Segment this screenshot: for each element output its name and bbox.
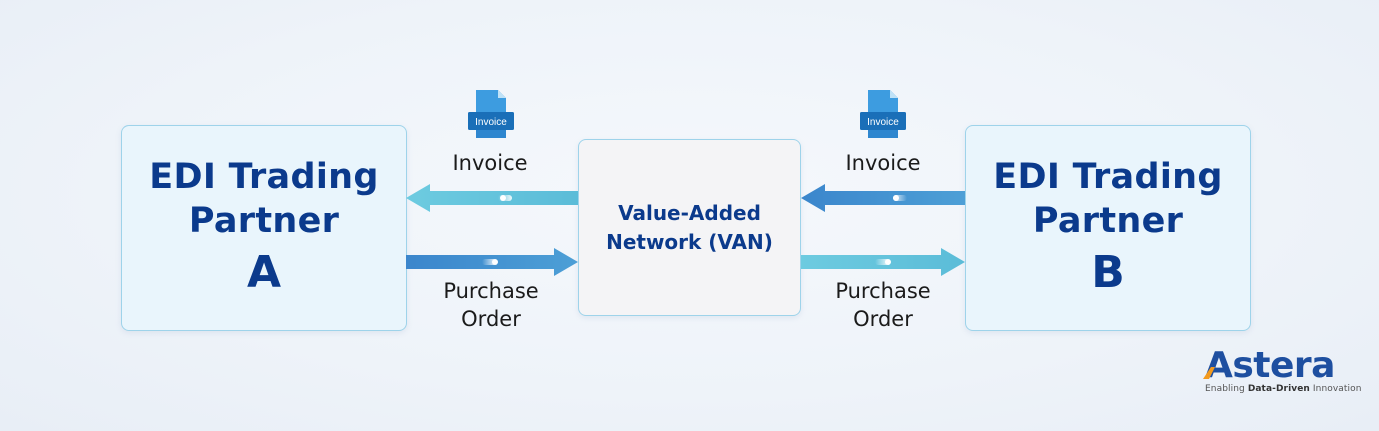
invoice-icon-label: Invoice [867,117,899,128]
left-purchase-order-arrow [406,248,578,276]
partner-b-title-line1: EDI Trading [993,157,1223,197]
partner-b-letter: B [1091,247,1125,298]
right-invoice-arrow [801,184,965,212]
left-invoice-arrow [406,184,578,212]
partner-b-title-line2: Partner [1032,201,1184,241]
left-purchase-order-label: Purchase Order [430,277,552,333]
logo-name: Astera [1203,345,1335,386]
invoice-document-icon: Invoice [860,90,906,138]
left-po-line1: Purchase [443,279,539,303]
partner-b-box: EDI Trading Partner B [965,125,1251,331]
right-purchase-order-arrow [801,248,965,276]
partner-a-letter: A [246,247,282,298]
van-box: Value-Added Network (VAN) [578,139,801,316]
van-title-line2: Network (VAN) [606,229,773,254]
partner-a-title-line2: Partner [188,201,340,241]
invoice-icon-label: Invoice [475,117,507,128]
right-po-line1: Purchase [835,279,931,303]
invoice-document-icon: Invoice [468,90,514,138]
left-invoice-label: Invoice [452,151,528,175]
logo-tagline: Enabling Data-Driven Innovation [1205,384,1362,394]
partner-a-title-line1: EDI Trading [149,157,379,197]
van-title-line1: Value-Added [618,200,761,225]
partner-a-box: EDI Trading Partner A [121,125,407,331]
logo-accent-icon [1203,367,1215,379]
right-invoice-label: Invoice [845,151,921,175]
right-po-line2: Order [853,307,913,331]
right-purchase-order-label: Purchase Order [822,277,944,333]
left-po-line2: Order [461,307,521,331]
astera-logo: Astera Enabling Data-Driven Innovation [1203,345,1362,394]
